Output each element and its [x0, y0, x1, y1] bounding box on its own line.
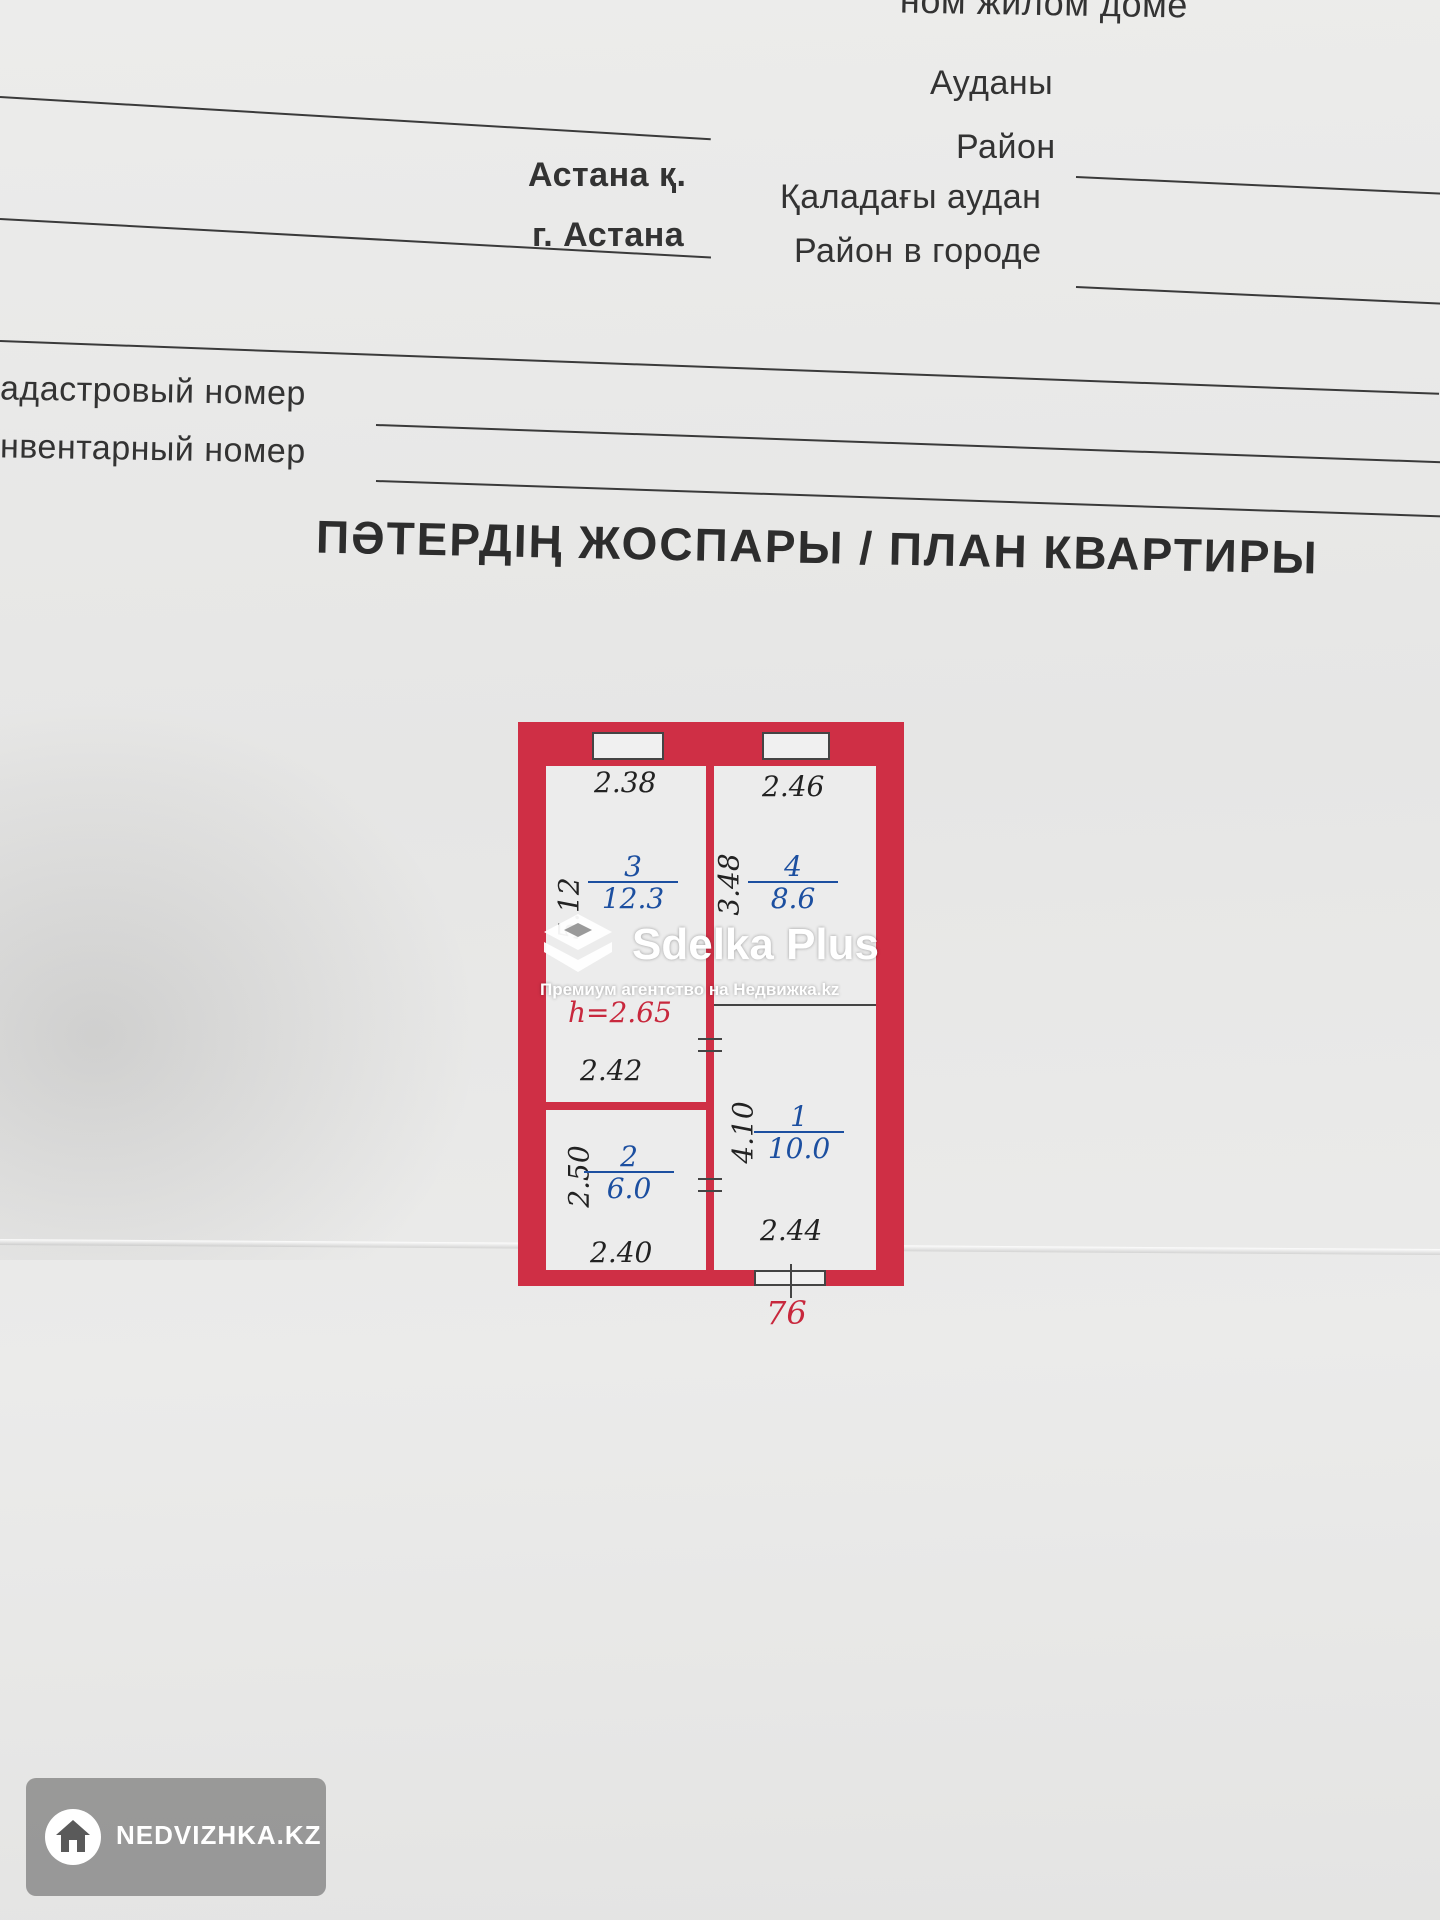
wall-left — [518, 722, 546, 1286]
wall-bathroom — [546, 1102, 712, 1110]
dim-room4-height: 3.48 — [712, 853, 746, 916]
door-mark — [698, 1178, 722, 1180]
label-inventar-nomer: нвентарный номер — [0, 427, 307, 471]
wall-right — [876, 722, 904, 1286]
floor-plan: 2.38 2.46 5.12 3.48 2.42 4.10 2.50 2.40 … — [518, 716, 904, 1332]
dim-room3-bottom: 2.42 — [580, 1054, 643, 1087]
dim-room1-width: 2.44 — [760, 1214, 823, 1247]
room-divider — [714, 1004, 876, 1006]
label-astana-kz: Астана қ. — [528, 156, 687, 194]
dim-room2-width: 2.40 — [590, 1236, 653, 1269]
sdelka-logo-icon — [544, 914, 612, 972]
label-raion: Район — [956, 128, 1056, 166]
wall-top — [518, 722, 904, 766]
watermark-subtitle: Премиум агентство на Недвижка.kz — [540, 980, 840, 999]
dim-room3-width: 2.38 — [594, 766, 657, 799]
nedvizhka-badge: NEDVIZHKA.KZ — [26, 1778, 326, 1896]
dim-room4-width: 2.46 — [762, 770, 825, 803]
label-audany: Ауданы — [930, 64, 1054, 102]
door-mark — [698, 1038, 722, 1040]
label-raion-v-gorode: Район в городе — [794, 232, 1042, 270]
apartment-number: 76 — [766, 1294, 807, 1332]
wall-interior-vertical — [706, 766, 714, 1270]
door-mark — [698, 1190, 722, 1192]
wall-bottom — [518, 1270, 904, 1286]
door-mark — [790, 1264, 792, 1298]
watermark-name: Sdelka Plus — [632, 920, 880, 969]
badge-text: NEDVIZHKA.KZ — [116, 1820, 322, 1850]
label-qaladagy-audan: Қаладағы аудан — [780, 178, 1042, 216]
ceiling-height: h=2.65 — [568, 996, 672, 1029]
window — [592, 732, 664, 760]
window — [762, 732, 830, 760]
home-icon — [45, 1809, 101, 1865]
label-kadastr-nomer: адастровый номер — [0, 369, 307, 413]
paper-shadow — [0, 700, 480, 1260]
door-mark — [698, 1050, 722, 1052]
